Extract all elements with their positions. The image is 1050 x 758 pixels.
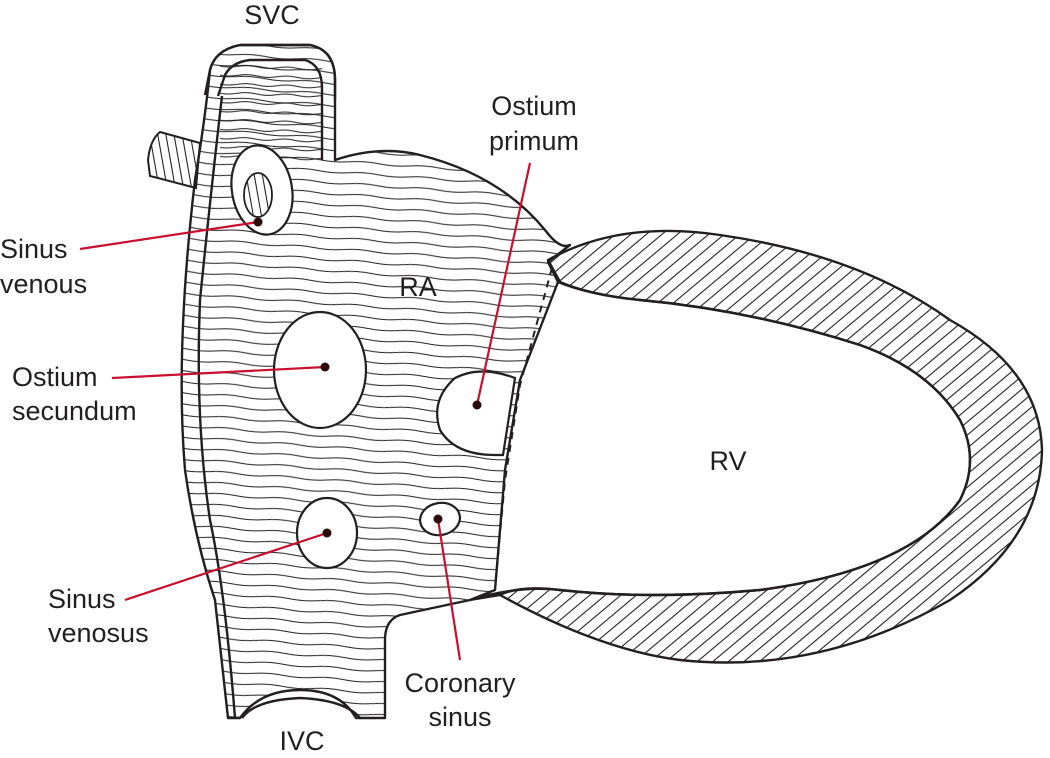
leader-sinus-venosus [124, 531, 328, 602]
label-ostium-primum-line2: primum [489, 126, 579, 156]
leader-sinus-venous [79, 220, 259, 251]
marker-ostium-primum [472, 400, 482, 410]
label-sinus-venosus-line2: venosus [48, 618, 149, 648]
leader-lines [79, 162, 532, 661]
leader-coronary-sinus [436, 518, 462, 661]
marker-coronary-sinus [433, 514, 443, 524]
label-coronary-sinus-line2: sinus [428, 702, 491, 732]
leader-ostium-secundum [111, 365, 326, 380]
marker-sinus-venous [253, 217, 263, 227]
defect-markers [253, 217, 482, 538]
label-sinus-venous-line1: Sinus [0, 234, 68, 264]
right-ventricle-wall [468, 229, 1044, 664]
sinus-venous-upper-defect [230, 144, 294, 236]
label-ra: RA [399, 272, 437, 302]
marker-sinus-venosus [322, 528, 332, 538]
label-coronary-sinus-line1: Coronary [404, 668, 516, 698]
label-ostium-secundum-line2: secundum [12, 396, 137, 426]
label-ostium-secundum-line1: Ostium [12, 362, 98, 392]
septum-dashed-line [494, 267, 553, 589]
marker-ostium-secundum [320, 362, 330, 372]
label-ostium-primum-line1: Ostium [491, 91, 577, 121]
ostium-primum-defect [436, 370, 517, 457]
label-sinus-venous-line2: venous [0, 269, 87, 299]
label-rv: RV [709, 446, 746, 476]
leader-ostium-primum [475, 162, 532, 406]
label-ivc: IVC [279, 726, 324, 756]
label-sinus-venosus-line1: Sinus [48, 584, 116, 614]
label-svc: SVC [244, 0, 300, 30]
pulmonary-vein-stub [146, 130, 202, 190]
